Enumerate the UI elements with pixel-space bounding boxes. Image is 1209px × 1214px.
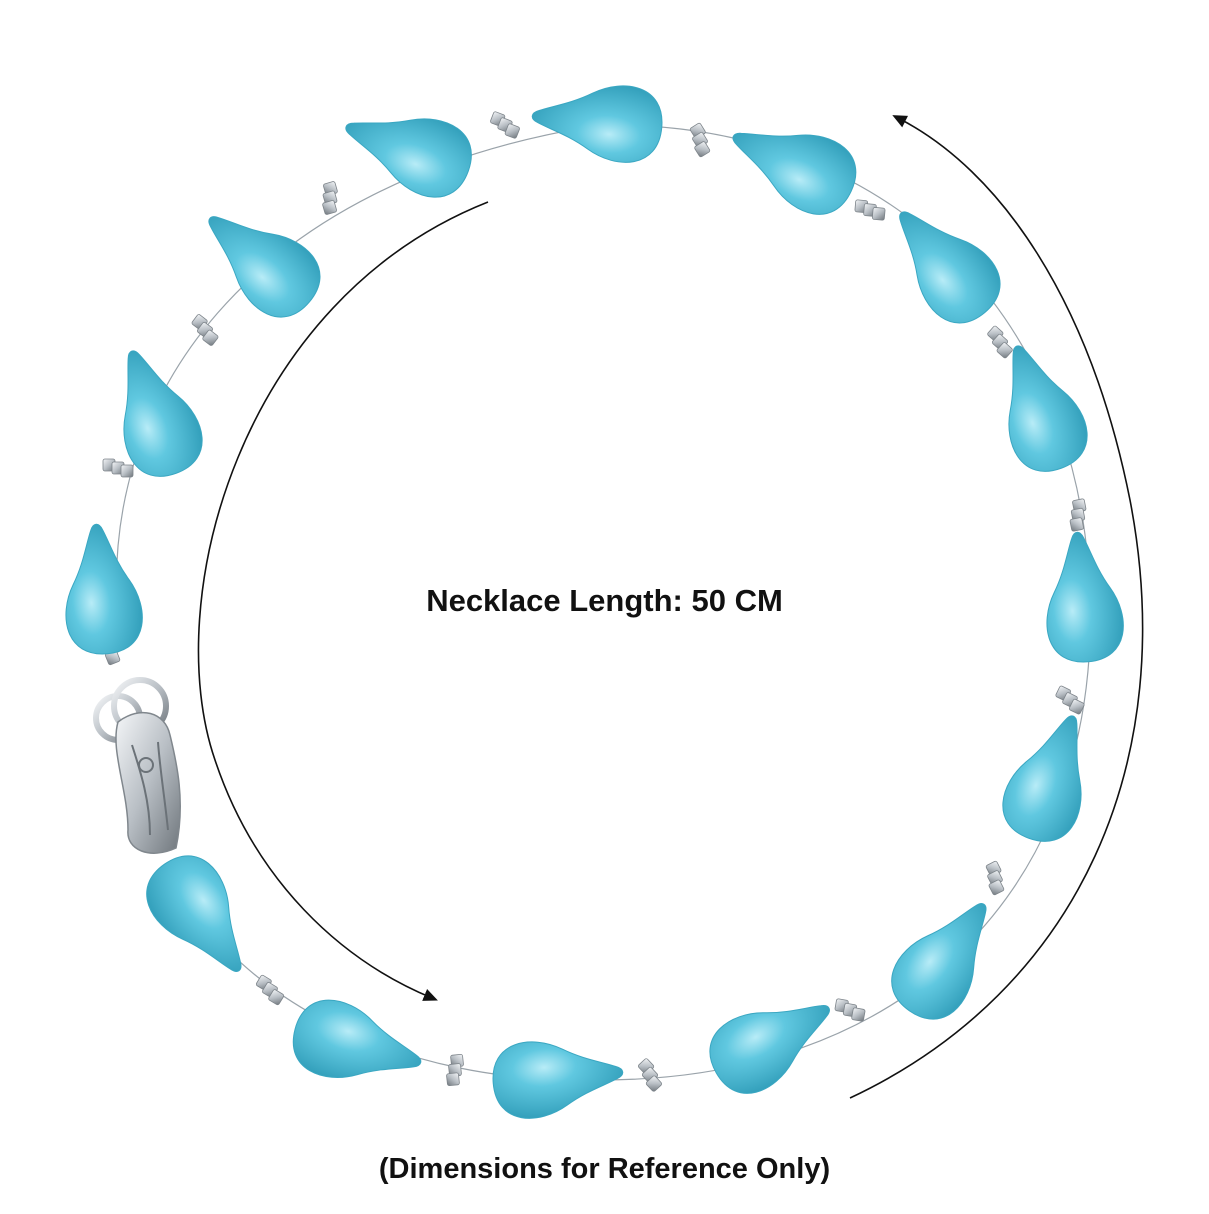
silver-spacer-bead — [268, 989, 285, 1006]
silver-spacer-bead — [871, 207, 886, 221]
turquoise-bead — [146, 855, 242, 972]
turquoise-bead — [65, 523, 143, 655]
silver-spacer-bead — [120, 464, 134, 478]
turquoise-bead — [709, 1005, 830, 1094]
turquoise-bead — [891, 903, 987, 1020]
turquoise-bead — [1008, 345, 1088, 472]
silver-spacer-bead — [1069, 517, 1084, 532]
silver-spacer-bead — [322, 200, 337, 215]
silver-spacer-bead — [504, 123, 520, 139]
right-measure-arrow — [849, 115, 1144, 1099]
turquoise-bead — [345, 118, 472, 198]
turquoise-bead — [123, 350, 203, 477]
turquoise-bead — [492, 1041, 624, 1119]
turquoise-bead — [292, 999, 422, 1078]
turquoise-bead — [1002, 715, 1082, 842]
left-measure-arrow — [197, 201, 489, 1001]
silver-spacer-bead — [851, 1007, 866, 1022]
silver-spacer-bead — [694, 141, 711, 158]
silver-spacer-bead — [996, 342, 1013, 359]
turquoise-bead — [208, 216, 321, 318]
silver-spacer-bead — [446, 1072, 460, 1087]
silver-spacer-bead — [988, 879, 1005, 896]
reference-disclaimer: (Dimensions for Reference Only) — [378, 1153, 831, 1185]
silver-spacer-bead — [202, 329, 219, 346]
turquoise-bead — [899, 211, 1001, 324]
turquoise-beads — [65, 85, 1124, 1119]
turquoise-bead — [732, 132, 857, 215]
lobster-clasp — [93, 677, 181, 854]
turquoise-bead — [531, 85, 663, 163]
silver-spacer-bead — [1069, 698, 1085, 715]
turquoise-bead — [1046, 531, 1124, 663]
necklace-length-label: Necklace Length: 50 CM — [426, 583, 783, 618]
silver-spacer-bead — [645, 1075, 662, 1092]
